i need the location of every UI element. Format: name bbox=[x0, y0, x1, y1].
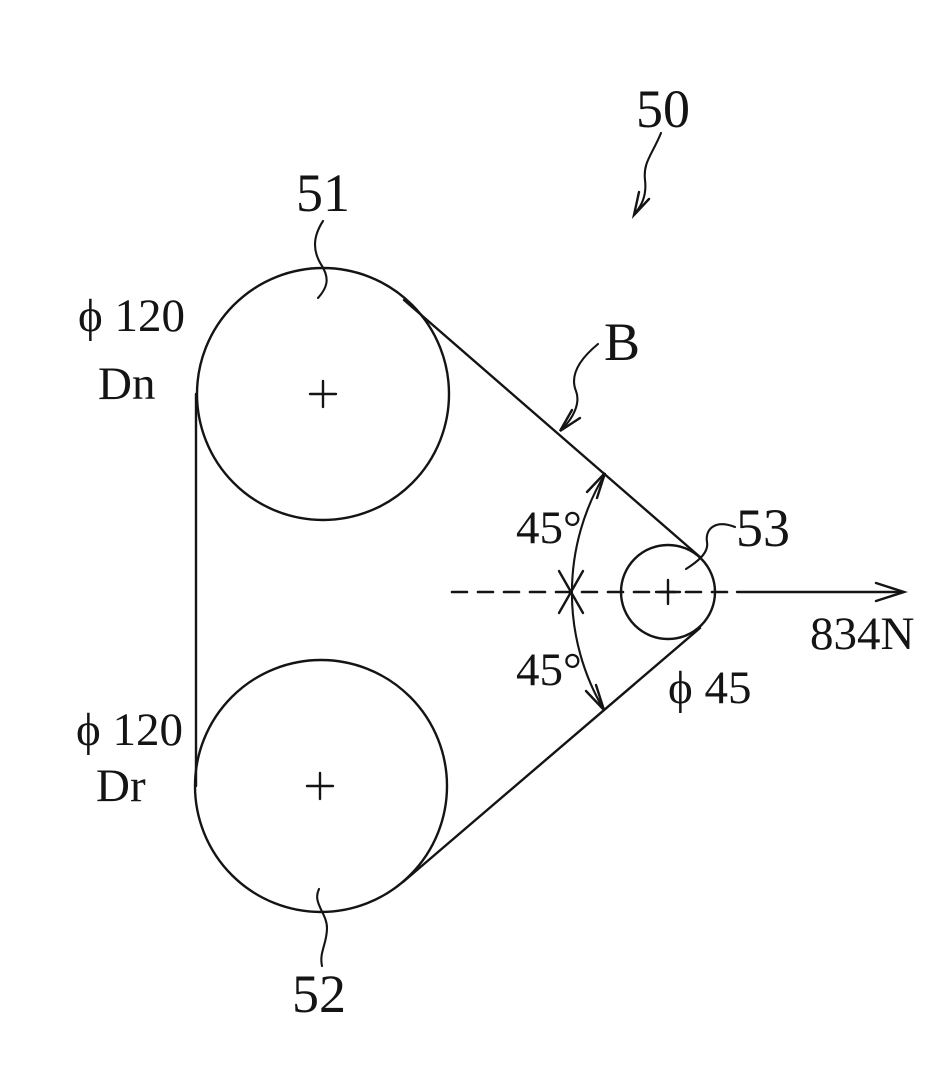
label-ref-50: 50 bbox=[636, 79, 690, 139]
arc-upper-arrowhead-icon bbox=[585, 472, 607, 500]
label-angle-upper: 45° bbox=[516, 502, 582, 554]
axis-crossing-tick-icon bbox=[557, 569, 585, 615]
label-diameter-bottom: ϕ 120 bbox=[76, 704, 183, 756]
leader-b-arrowhead-icon bbox=[558, 408, 582, 433]
label-ref-52: 52 bbox=[292, 964, 346, 1024]
label-angle-lower: 45° bbox=[516, 644, 582, 696]
label-ref-53: 53 bbox=[736, 498, 790, 558]
belt-lower-segment bbox=[401, 626, 702, 884]
center-cross-top bbox=[308, 379, 338, 409]
leader-ref-53 bbox=[684, 523, 737, 571]
leader-ref-51 bbox=[313, 219, 328, 300]
label-ref-51: 51 bbox=[296, 163, 350, 223]
label-diameter-top: ϕ 120 bbox=[78, 290, 185, 342]
belt-upper-segment bbox=[402, 298, 702, 559]
leader-50-arrowhead-icon bbox=[631, 190, 651, 219]
label-name-top: Dn bbox=[98, 358, 155, 410]
label-belt-b: B bbox=[604, 312, 640, 372]
leader-ref-b bbox=[561, 342, 600, 430]
leader-ref-50 bbox=[634, 131, 663, 214]
center-cross-bottom bbox=[305, 771, 335, 801]
arc-lower-arrowhead-icon bbox=[584, 683, 606, 711]
force-arrowhead-icon bbox=[874, 581, 908, 603]
leader-ref-52 bbox=[316, 887, 329, 968]
label-force: 834N bbox=[810, 608, 914, 660]
label-diameter-small: ϕ 45 bbox=[668, 662, 752, 714]
label-name-bottom: Dr bbox=[96, 760, 146, 812]
